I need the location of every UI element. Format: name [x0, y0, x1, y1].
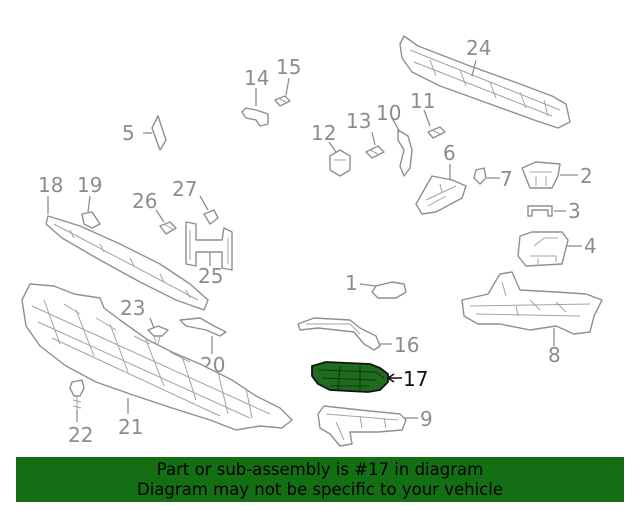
callout-25: 25	[198, 264, 223, 288]
part-21-under-cover: 21	[21, 283, 293, 439]
part-8-side-support: 8	[461, 271, 603, 367]
callout-19: 19	[77, 173, 102, 197]
part-25-bracket: 25	[185, 221, 233, 288]
callout-3: 3	[568, 199, 581, 223]
callout-13: 13	[346, 109, 371, 133]
banner-line-2: Diagram may not be specific to your vehi…	[137, 480, 503, 499]
callout-1: 1	[345, 271, 358, 295]
callout-11: 11	[410, 89, 435, 113]
callout-5: 5	[122, 121, 135, 145]
callout-18: 18	[38, 173, 63, 197]
callout-23: 23	[120, 296, 145, 320]
callout-6: 6	[443, 141, 456, 165]
part-13-bolt: 13	[346, 109, 385, 159]
callout-4: 4	[584, 234, 597, 258]
part-7-screw: 7	[473, 167, 513, 191]
part-18-absorber: 18	[38, 173, 209, 311]
part-15-bolt: 15	[274, 55, 301, 107]
callout-16: 16	[394, 333, 419, 357]
callout-7: 7	[500, 167, 513, 191]
part-11-bolt: 11	[410, 89, 446, 139]
callout-24: 24	[466, 36, 491, 60]
part-6-side-bracket: 6	[415, 141, 467, 215]
part-24-bumper-reinforcement: 24	[399, 35, 571, 129]
part-1-cap: 1	[345, 271, 407, 299]
callout-26: 26	[132, 189, 157, 213]
callout-15: 15	[276, 55, 301, 79]
banner-line-1: Part or sub-assembly is #17 in diagram	[156, 460, 484, 479]
part-4-cover: 4	[517, 231, 597, 267]
part-10-bracket: 10	[376, 101, 413, 177]
part-22-bolt: 22	[68, 379, 93, 447]
callout-8: 8	[548, 343, 561, 367]
callout-22: 22	[68, 423, 93, 447]
callout-9: 9	[420, 407, 433, 431]
part-3-clip: 3	[527, 199, 581, 223]
part-14-bracket: 14	[241, 66, 269, 127]
part-17-highlighted: 17	[311, 361, 428, 393]
callout-12: 12	[311, 121, 336, 145]
part-27-nut: 27	[172, 177, 219, 225]
part-5-clip: 5	[122, 115, 167, 151]
parts-diagram: 24 14 15 5 12 13 10 11	[21, 35, 603, 447]
part-2-bracket: 2	[521, 161, 593, 189]
callout-27: 27	[172, 177, 197, 201]
part-12-nut: 12	[311, 121, 351, 177]
part-26-bolt: 26	[132, 189, 177, 235]
callout-2: 2	[580, 164, 593, 188]
callout-21: 21	[118, 415, 143, 439]
part-9-lower-trim: 9	[317, 405, 433, 447]
callout-14: 14	[244, 66, 269, 90]
callout-17: 17	[403, 367, 428, 391]
callout-10: 10	[376, 101, 401, 125]
part-19-clip: 19	[77, 173, 102, 229]
info-banner: Part or sub-assembly is #17 in diagram D…	[16, 457, 624, 502]
part-23-clip: 23	[120, 296, 169, 345]
part-16-trim: 16	[297, 317, 419, 357]
